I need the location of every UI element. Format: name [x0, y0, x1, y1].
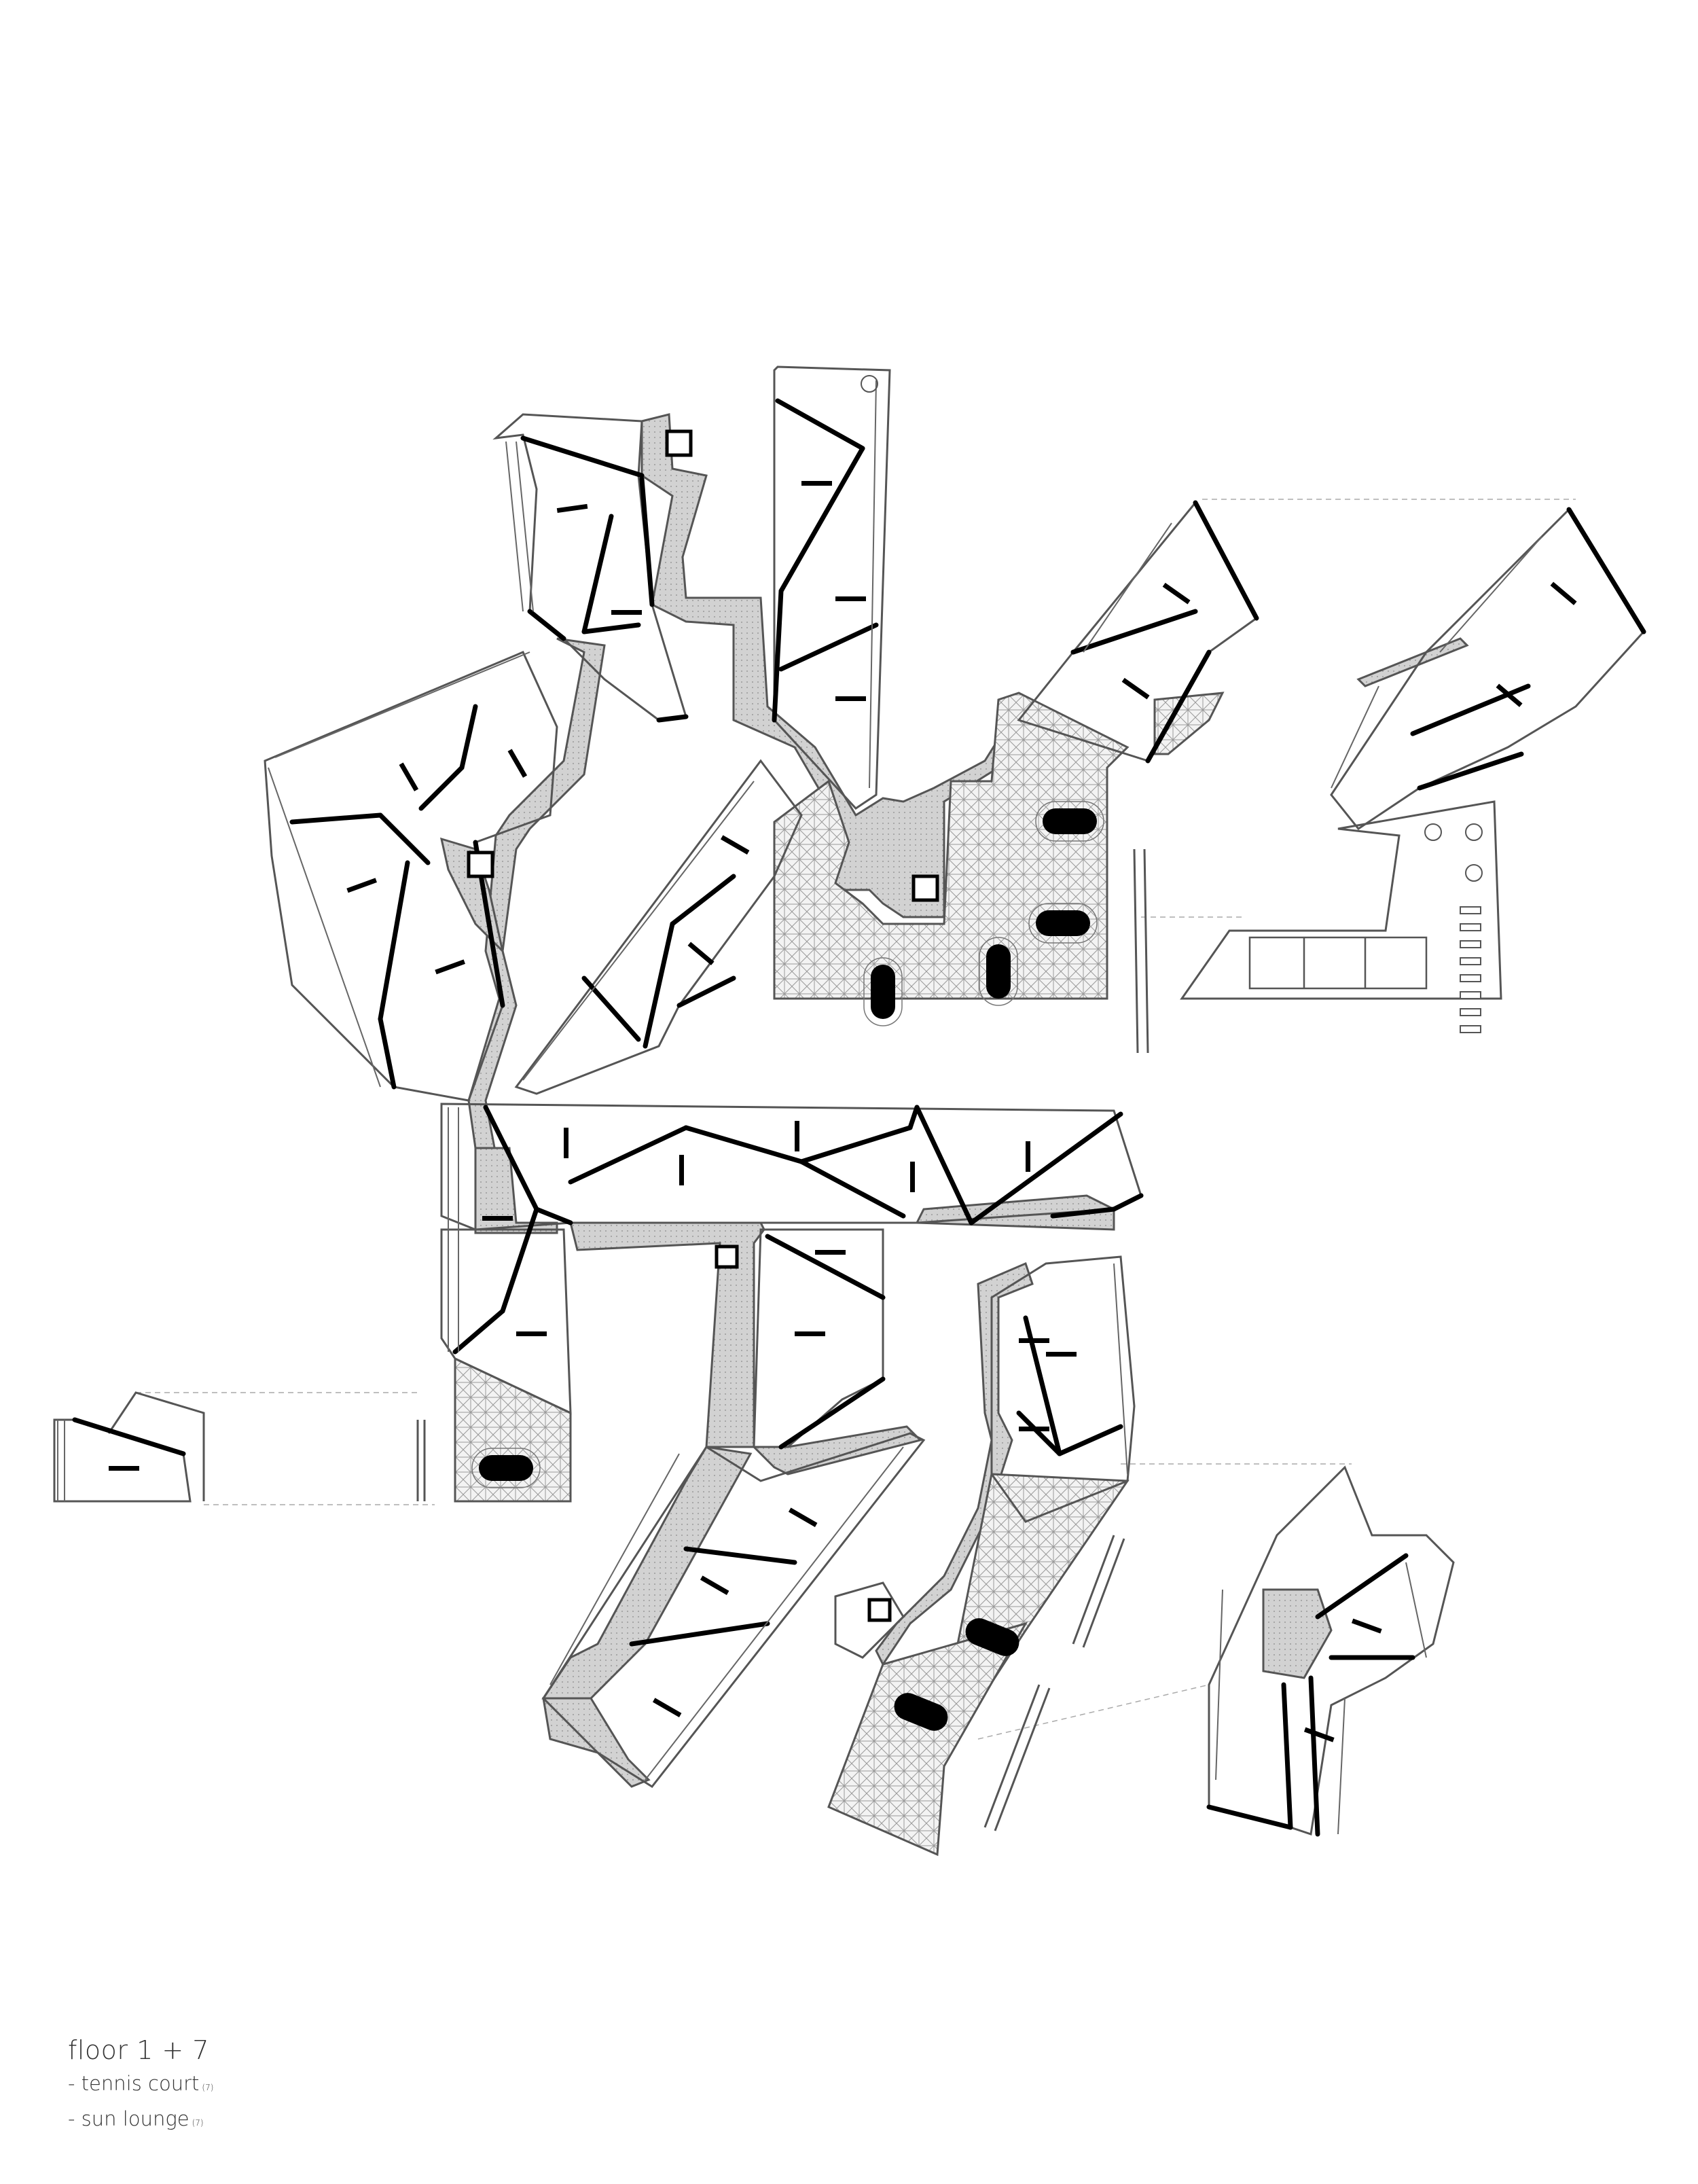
legend-item-sun-lounge: - sun lounge(7) — [68, 2103, 213, 2138]
legend-item-note: (7) — [192, 2118, 204, 2128]
legend-item-label: - sun lounge — [68, 2107, 189, 2130]
stair-cores — [467, 429, 939, 1622]
legend-item-label: - tennis court — [68, 2072, 200, 2095]
skylight-openings — [479, 808, 1097, 1731]
skylight-halos — [471, 801, 1104, 1488]
plan-legend: floor 1 + 7 - tennis court(7) - sun loun… — [68, 2033, 213, 2138]
tennis-court — [1248, 936, 1428, 990]
balcony-rails — [416, 848, 1149, 1831]
structural-walls — [72, 398, 1646, 1837]
legend-title: floor 1 + 7 — [68, 2035, 209, 2065]
paved-plaza — [454, 692, 1225, 1857]
furniture-tables — [109, 481, 1577, 1742]
dashed-guide-lines — [136, 499, 1576, 1740]
sun-lounge-chairs — [1460, 906, 1481, 1033]
legend-item-tennis-court: - tennis court(7) — [68, 2068, 213, 2103]
building-outlines — [53, 365, 1645, 1836]
legend-item-note: (7) — [202, 2083, 214, 2092]
circulation-corridor — [439, 413, 1469, 1788]
facade-windows — [57, 380, 1542, 1835]
cafe-tables — [861, 375, 1483, 882]
